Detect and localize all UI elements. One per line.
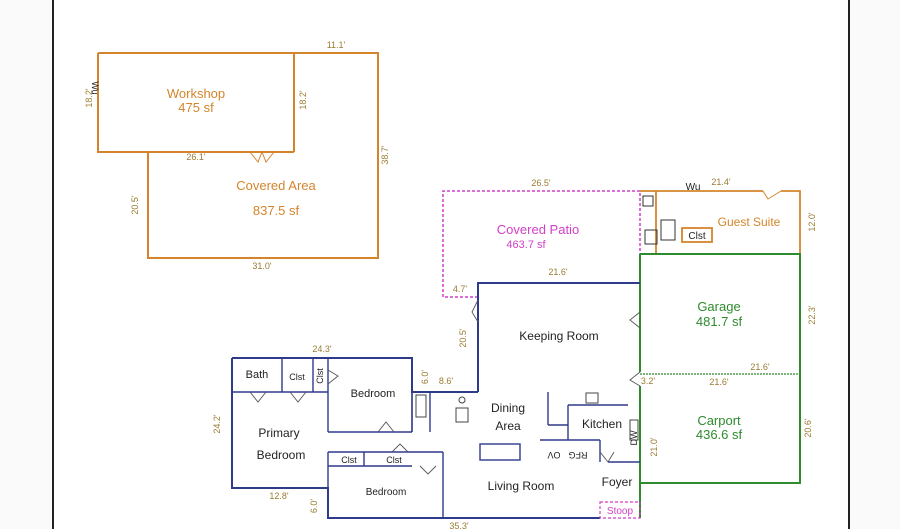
house-dim-bottom-left: 12.8'	[269, 491, 289, 501]
closet-label-3: Clst	[341, 455, 357, 465]
workshop-outline	[97, 52, 379, 259]
bath-label: Bath	[246, 369, 269, 381]
keeping-room-door	[471, 299, 479, 323]
garage-name: Garage	[697, 299, 740, 314]
bedroom-wing-top-wall	[232, 357, 478, 393]
workshop-dim-inner: 18.2'	[298, 90, 308, 110]
hall-dim-vertical: 6.0'	[420, 370, 430, 385]
guest-suite-name: Guest Suite	[718, 215, 781, 229]
garage-door	[629, 311, 641, 329]
covered-patio	[442, 190, 641, 298]
primary-bedroom-line1: Primary	[258, 426, 299, 440]
workshop-dim-top: 11.1'	[327, 40, 346, 50]
guest-bath-sink	[642, 195, 654, 207]
door-swings	[249, 299, 641, 475]
guest-suite-wu-label: Wu	[686, 182, 701, 193]
guest-suite-dim-top: 21.4'	[711, 177, 731, 187]
primary-bedroom-line2: Bedroom	[257, 448, 306, 462]
garage-dim-right: 22.3'	[807, 305, 817, 325]
hall-bath-toilet	[455, 407, 469, 423]
guest-bath-fixtures	[642, 195, 676, 245]
workshop-area: 475 sf	[178, 100, 214, 115]
carport-dim-top: 21.6'	[709, 377, 729, 387]
guest-bath-shower	[660, 219, 676, 241]
house-dim-top: 24.3'	[312, 344, 332, 354]
foyer-dim: 21.0'	[649, 437, 659, 457]
dining-label-line1: Dining	[491, 401, 525, 415]
carport-area: 436.6 sf	[696, 427, 743, 442]
keeping-room-dim-top: 21.6'	[548, 267, 568, 277]
garage-area: 481.7 sf	[696, 314, 743, 329]
closet-label-2: Clst	[315, 368, 325, 384]
covered-patio-name: Covered Patio	[497, 222, 579, 237]
guest-suite-dim-right: 12.0'	[807, 212, 817, 232]
garage-carport-outline	[640, 253, 801, 484]
covered-area-dim-right: 38.7'	[380, 145, 390, 165]
foyer-label: Foyer	[602, 475, 633, 489]
hall-bath-sink	[458, 396, 466, 404]
garage-carport	[639, 253, 801, 484]
guest-suite-door	[762, 190, 782, 200]
house-dim-left: 24.2'	[212, 414, 222, 434]
bath-door	[249, 391, 267, 403]
main-house	[231, 282, 641, 519]
bedroom-door-upper	[327, 369, 339, 385]
ov-label: OV	[547, 450, 560, 460]
closet-label-1: Clst	[289, 372, 305, 382]
fireplace	[479, 443, 521, 461]
keeping-room-dim-side: 20.5'	[458, 328, 468, 348]
kitchen-label: Kitchen	[582, 417, 622, 431]
stoop-label: Stoop	[607, 506, 634, 517]
bedroom-dim-vertical: 6.0'	[309, 499, 319, 514]
guest-bath-toilet	[644, 229, 658, 245]
kitchen-stove	[585, 392, 599, 404]
covered-area-dim-top: 26.1'	[186, 152, 206, 162]
rfg-label: RFG	[569, 450, 588, 460]
covered-area-name: Covered Area	[236, 178, 316, 193]
left-margin-panel	[0, 0, 54, 529]
kitchen-appliance	[629, 419, 639, 441]
foyer-door	[599, 451, 615, 463]
workshop-door-right	[261, 151, 275, 163]
workshop-wu-label: Wu	[90, 81, 100, 94]
dw-label: DW	[629, 430, 639, 445]
closet-label-4: Clst	[386, 455, 402, 465]
carport-name: Carport	[697, 413, 741, 428]
covered-area-dim-left: 20.5'	[130, 195, 140, 215]
hall-dim-horizontal: 8.6'	[439, 376, 454, 386]
guest-suite-closet	[681, 227, 713, 243]
stoop-outline	[599, 501, 641, 519]
workshop-dim-left: 18.2'	[84, 88, 94, 108]
covered-area-area: 837.5 sf	[253, 203, 300, 218]
closet-door-1	[289, 391, 307, 403]
workshop-name: Workshop	[167, 86, 225, 101]
covered-patio-dim-bottom-left: 4.7'	[453, 284, 468, 294]
lower-bedroom-door	[391, 443, 409, 453]
guest-suite-closet-label: Clst	[688, 231, 705, 242]
keeping-room-label: Keeping Room	[519, 329, 598, 343]
covered-patio-outline	[442, 190, 641, 298]
carport-dim-right: 20.6'	[803, 418, 813, 438]
lower-closet-door	[419, 465, 437, 475]
garage-dim-top: 21.6'	[750, 362, 770, 372]
keeping-room-walls	[477, 282, 640, 392]
covered-area-dim-bottom: 31.0'	[252, 261, 272, 271]
dining-label-line2: Area	[495, 419, 521, 433]
garage-door-2	[629, 371, 641, 387]
hall-bath-tub	[415, 394, 427, 418]
bedroom-lower-label: Bedroom	[366, 487, 407, 498]
covered-patio-dim-top: 26.5'	[531, 178, 551, 188]
bedroom-upper-label: Bedroom	[351, 388, 396, 400]
interior-walls	[232, 358, 640, 518]
house-dim-bottom: 35.3'	[449, 521, 469, 529]
covered-patio-area: 463.7 sf	[506, 239, 546, 251]
house-fixtures	[415, 392, 639, 441]
workshop-door-left	[249, 151, 263, 163]
workshop-building	[97, 52, 379, 259]
bedroom-door	[377, 421, 395, 433]
right-margin-panel	[848, 0, 900, 529]
living-room-label: Living Room	[488, 479, 555, 493]
carport-dim-side: 3.2'	[641, 376, 656, 386]
